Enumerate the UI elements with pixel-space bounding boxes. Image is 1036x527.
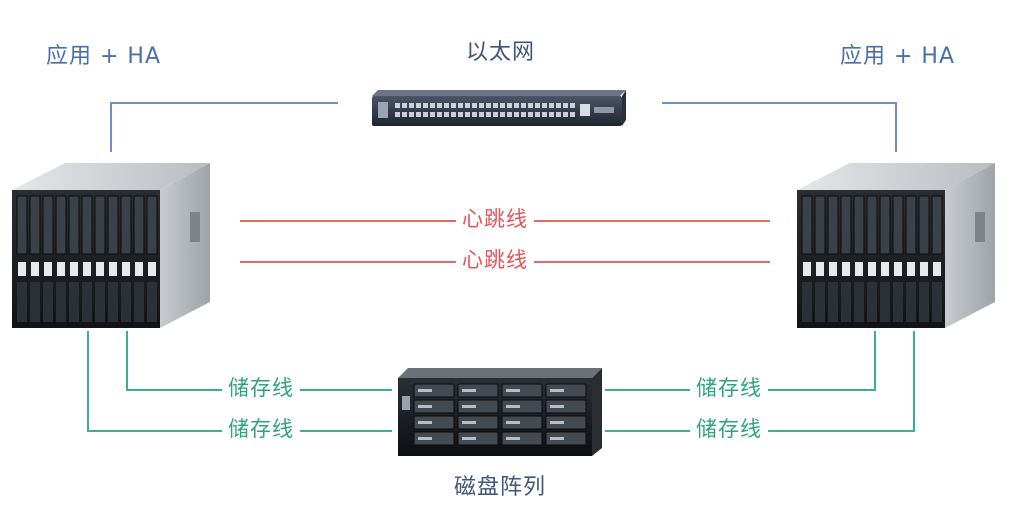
storage-label: 磁盘阵列 (454, 475, 547, 500)
storage-label-right-2: 储存线 (690, 419, 768, 440)
left-server-label: 应用 + HA (46, 44, 162, 69)
left-server-icon (12, 163, 210, 328)
storage-label-left-1: 储存线 (222, 378, 300, 399)
ethernet-link-left (110, 102, 338, 152)
ethernet-link-right (662, 102, 897, 152)
storage-link-left-1 (126, 331, 392, 391)
switch-label: 以太网 (466, 40, 536, 65)
storage-label-right-1: 储存线 (690, 378, 768, 399)
disk-array-icon (398, 368, 602, 456)
right-server-label: 应用 + HA (840, 44, 956, 69)
right-server-icon (797, 163, 995, 328)
storage-label-left-2: 储存线 (222, 419, 300, 440)
ethernet-links (110, 102, 897, 152)
heartbeat-label-2: 心跳线 (456, 250, 534, 271)
heartbeat-label-1: 心跳线 (456, 209, 534, 230)
ethernet-switch-icon (372, 90, 626, 126)
